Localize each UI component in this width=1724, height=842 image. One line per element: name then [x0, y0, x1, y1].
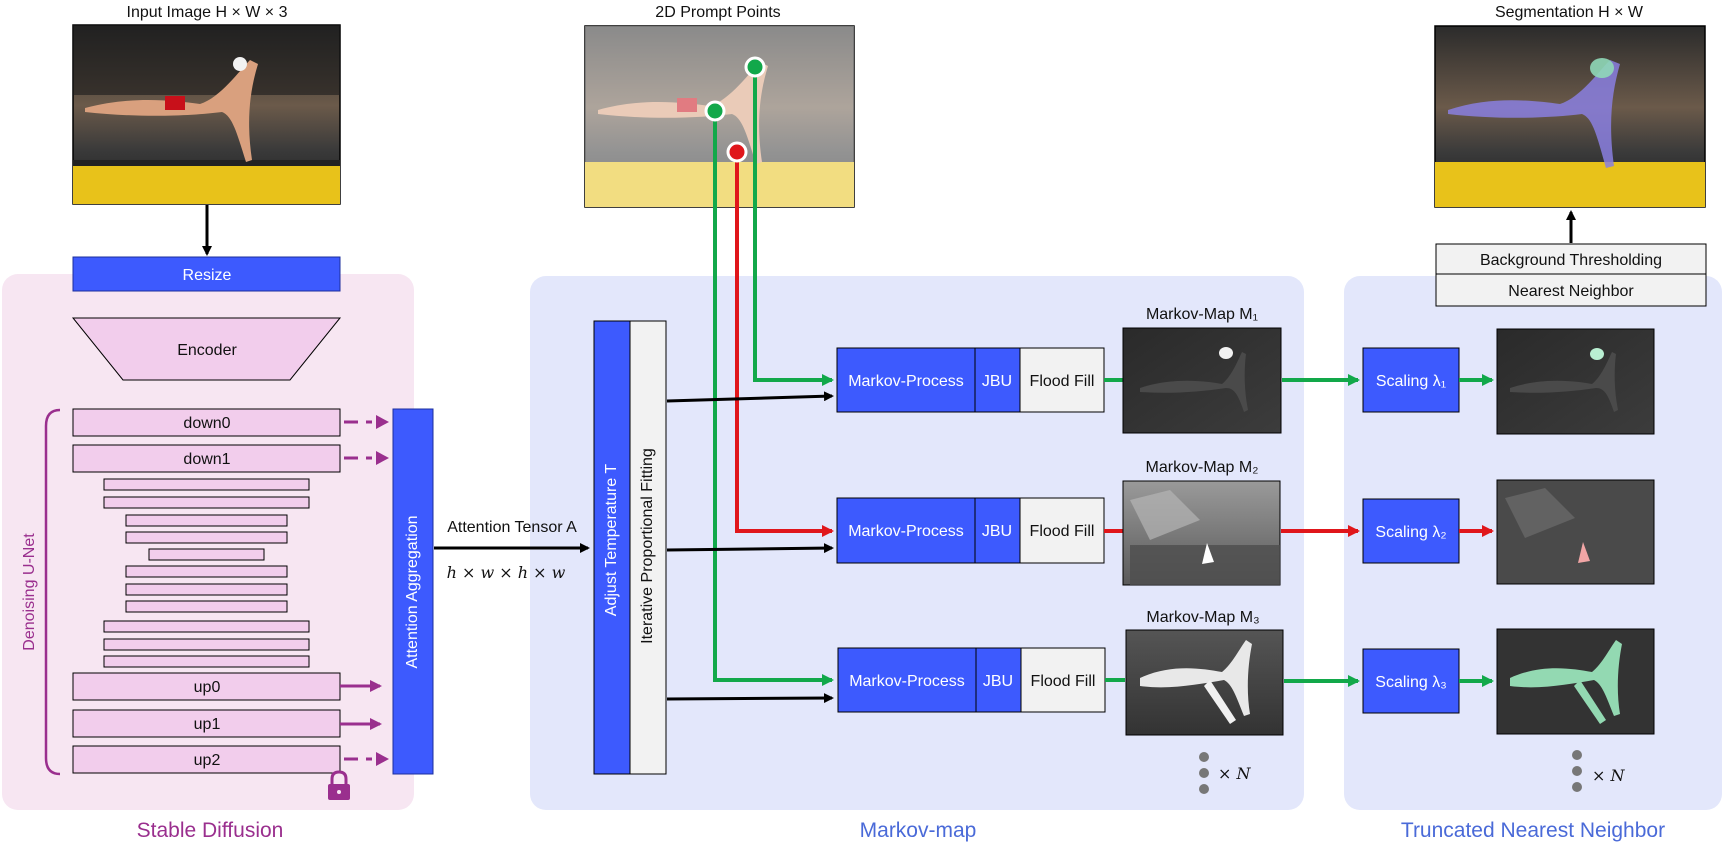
section-label-markov-map: Markov-map: [860, 819, 977, 842]
unet-layer: [103, 478, 310, 491]
down1-block: [72, 444, 341, 473]
scaled-map-image-3: [1496, 628, 1655, 735]
markov-process-label-3: Markov-Process: [849, 673, 965, 690]
unet-brace: [44, 408, 61, 776]
lock-icon: [328, 770, 350, 800]
input-image-title: Input Image H × W × 3: [127, 4, 288, 21]
ellipsis-dot: [1199, 784, 1209, 794]
ellipsis-dot: [1572, 750, 1582, 760]
unet-layer: [125, 531, 288, 544]
tensor-shape-label: h × w × h × w: [447, 563, 566, 582]
markov-map-image-2: [1122, 480, 1281, 586]
markov-process-label-2: Markov-Process: [848, 523, 964, 540]
jbu-block-3: [975, 647, 1022, 713]
markov-process-block-1: [836, 347, 976, 413]
ipf-block: [629, 320, 667, 775]
unet-layer: [103, 655, 310, 668]
input-image: [72, 24, 341, 205]
ellipsis-dot: [1199, 768, 1209, 778]
flood-fill-block-2: [1019, 497, 1105, 564]
markov-map-image-3: [1125, 629, 1284, 736]
scaled-map-image-1: [1496, 328, 1655, 435]
flood-fill-label-3: Flood Fill: [1031, 673, 1096, 690]
jbu-label-1: JBU: [982, 373, 1012, 390]
scaling-label-2: Scaling λ₂: [1375, 524, 1446, 541]
background-thresholding-label: Background Thresholding: [1480, 252, 1662, 269]
background-thresholding-block: [1435, 243, 1707, 275]
nearest-neighbor-block: [1435, 273, 1707, 307]
jbu-label-2: JBU: [982, 523, 1012, 540]
section-label-stable-diffusion: Stable Diffusion: [137, 819, 284, 842]
segmentation-image: [1434, 25, 1706, 208]
ellipsis-dot: [1199, 752, 1209, 762]
up2-label: up2: [194, 752, 221, 769]
adjust-temperature-block: [593, 320, 631, 775]
ellipsis-dot: [1572, 782, 1582, 792]
green-prompt-line-2: [713, 111, 834, 686]
unet-layer: [125, 583, 288, 596]
prompt-point-red: [726, 141, 748, 163]
arrow-ipf-row1: [666, 391, 834, 403]
arrow-ipf-row3: [666, 693, 834, 704]
section-label-tnn: Truncated Nearest Neighbor: [1401, 819, 1665, 842]
attention-aggregation-label: Attention Aggregation: [404, 515, 421, 668]
down0-arrowhead: [376, 415, 389, 429]
down0-label: down0: [183, 415, 230, 432]
unet-layer: [125, 514, 288, 527]
flood-fill-label-2: Flood Fill: [1030, 523, 1095, 540]
markov-process-block-3: [837, 647, 977, 713]
jbu-block-1: [974, 347, 1021, 413]
flood-fill-label-1: Flood Fill: [1030, 373, 1095, 390]
attention-aggregation-block: [392, 408, 434, 775]
attention-tensor-label: Attention Tensor A: [447, 519, 577, 536]
scaling-block-2: [1362, 498, 1460, 564]
nearest-neighbor-label: Nearest Neighbor: [1508, 283, 1634, 300]
up2-arrowhead: [376, 752, 389, 766]
markov-map-title-1: Markov-Map M₁: [1146, 306, 1258, 323]
denoising-unet-label: Denoising U-Net: [21, 533, 38, 651]
down1-arrowhead: [376, 451, 389, 465]
down0-block: [72, 408, 341, 437]
markov-map-title-2: Markov-Map M₂: [1146, 459, 1259, 476]
flood-fill-block-3: [1020, 647, 1106, 713]
encoder-label: Encoder: [177, 342, 237, 359]
up1-label: up1: [194, 716, 221, 733]
scaled-map-image-2: [1496, 479, 1655, 585]
unet-layer: [103, 620, 310, 633]
unet-layer: [103, 496, 310, 509]
segmentation-title: Segmentation H × W: [1495, 4, 1644, 21]
up2-block: [72, 745, 341, 774]
red-prompt-line: [735, 152, 834, 537]
scaling-label-1: Scaling λ₁: [1376, 373, 1446, 390]
prompt-point-green-1: [744, 56, 766, 78]
jbu-block-2: [974, 497, 1021, 564]
prompt-point-green-2: [704, 100, 726, 122]
prompt-points-title: 2D Prompt Points: [655, 4, 780, 21]
markov-process-block-2: [836, 497, 976, 564]
unet-layer: [125, 565, 288, 578]
unet-layer: [125, 600, 288, 613]
resize-label: Resize: [183, 267, 232, 284]
unet-layer: [103, 638, 310, 651]
jbu-label-3: JBU: [983, 673, 1013, 690]
up0-label: up0: [194, 679, 221, 696]
unet-middle-layers: [103, 478, 310, 668]
encoder-block: [71, 317, 342, 381]
unet-layer: [148, 548, 265, 561]
markov-map-title-3: Markov-Map M₃: [1146, 609, 1259, 626]
resize-block: [72, 256, 341, 292]
down1-label: down1: [183, 451, 230, 468]
arrow-ipf-row2: [666, 543, 834, 554]
ellipsis-dot: [1572, 766, 1582, 776]
times-n-label-outputs: × N: [1592, 766, 1625, 785]
adjust-temperature-label: Adjust Temperature T: [603, 464, 620, 617]
markov-map-image-1: [1122, 327, 1282, 434]
green-prompt-line-1: [753, 67, 834, 386]
times-n-label-maps: × N: [1218, 764, 1251, 783]
scaling-label-3: Scaling λ₃: [1375, 674, 1446, 691]
markov-process-label-1: Markov-Process: [848, 373, 964, 390]
ipf-label: Iterative Proportional Fitting: [639, 448, 656, 644]
